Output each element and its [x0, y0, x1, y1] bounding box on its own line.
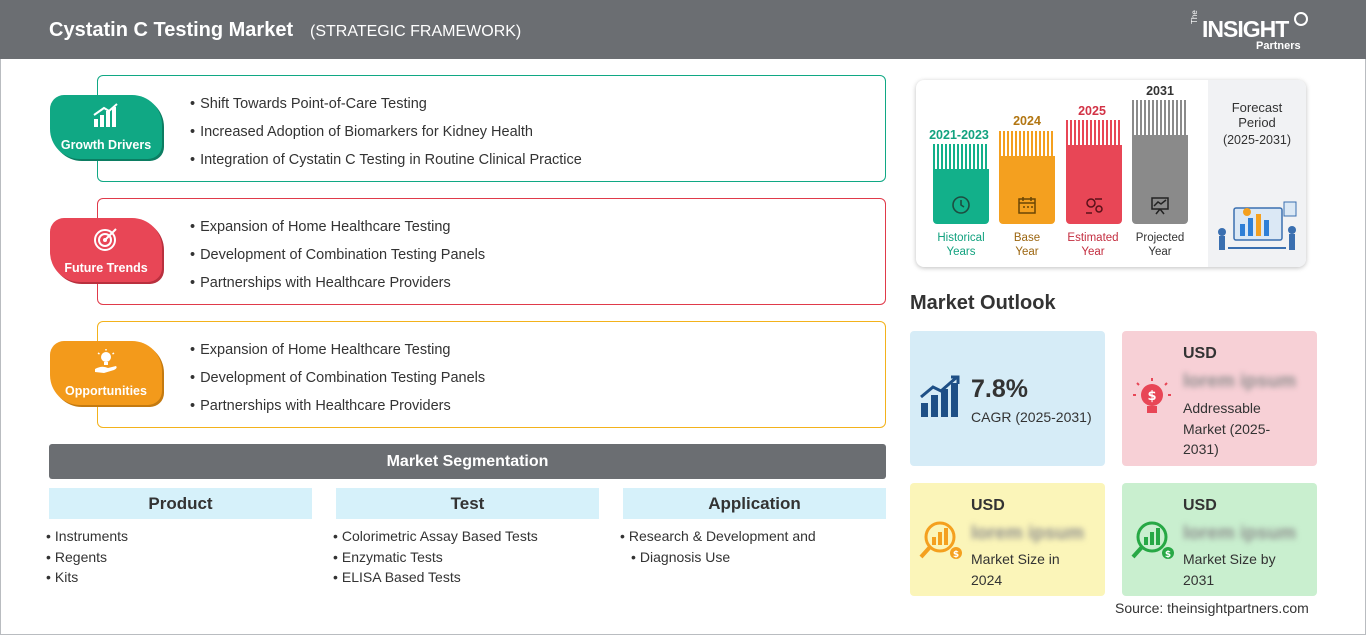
addressable-market-desc: Addressable Market (2025- 2031) — [1183, 400, 1271, 457]
calendar-icon — [1018, 197, 1036, 214]
magnifier-growth-icon: $ — [1131, 521, 1174, 560]
gears-chart-icon — [1086, 198, 1103, 214]
growth-drivers-card: Shift Towards Point-of-Care Testing Incr… — [97, 75, 886, 182]
list-item: Colorimetric Assay Based Tests — [333, 526, 538, 547]
segment-product-list: Instruments Regents Kits — [46, 526, 128, 588]
analytics-people-illustration — [1218, 201, 1297, 250]
growth-chart-icon — [93, 103, 118, 127]
period-year-historical: 2021-2023 — [929, 128, 989, 142]
cagr-tile: 7.8% CAGR (2025-2031) — [910, 331, 1105, 466]
magnifier-chart-icon: $ — [919, 521, 962, 560]
list-item: ELISA Based Tests — [333, 567, 538, 588]
page-subtitle: (STRATEGIC FRAMEWORK) — [310, 23, 522, 40]
growth-drivers-list: Shift Towards Point-of-Care Testing Incr… — [190, 95, 582, 179]
segment-application-title: Application — [623, 488, 886, 519]
period-year-base: 2024 — [1013, 114, 1041, 128]
growth-bars-icon — [920, 375, 960, 417]
list-item: Enzymatic Tests — [333, 547, 538, 568]
list-item: Development of Combination Testing Panel… — [190, 369, 485, 397]
segment-test-list: Colorimetric Assay Based Tests Enzymatic… — [333, 526, 538, 588]
period-caption-estimated: Estimated Year — [1067, 232, 1119, 258]
market-segmentation-header: Market Segmentation — [49, 444, 886, 479]
period-caption-projected: Projected Year — [1135, 232, 1185, 258]
list-item: Regents — [46, 547, 128, 568]
presentation-board-icon — [1151, 197, 1169, 215]
market-size-2024-value-blurred: lorem ipsum — [971, 523, 1084, 544]
page-title: Cystatin C Testing Market — [49, 19, 294, 41]
segment-test-title: Test — [336, 488, 599, 519]
list-item: Expansion of Home Healthcare Testing — [190, 341, 485, 369]
market-size-2024-desc: Market Size in 2024 — [971, 551, 1060, 588]
timeline-panel: 2021-2023 Historical Years 2024 Base Yea… — [916, 80, 1306, 267]
list-item: Research & Development and — [620, 526, 816, 547]
svg-text:$: $ — [953, 550, 959, 560]
addressable-value-blurred: lorem ipsum — [1183, 371, 1296, 392]
svg-text:$: $ — [1147, 389, 1156, 404]
forecast-title: Forecast — [1231, 100, 1283, 115]
period-year-projected: 2031 — [1146, 84, 1174, 98]
lightbulb-hand-icon — [95, 349, 117, 373]
period-caption-base: Base Year — [1013, 232, 1041, 258]
segment-application-list: Research & Development and Diagnosis Use — [620, 526, 816, 567]
future-trends-list: Expansion of Home Healthcare Testing Dev… — [190, 218, 485, 302]
market-outlook-title: Market Outlook — [910, 292, 1056, 314]
list-item: Diagnosis Use — [620, 547, 816, 568]
period-bar-historical — [933, 144, 989, 224]
svg-text:$: $ — [1165, 550, 1171, 560]
header-bar: Cystatin C Testing Market (STRATEGIC FRA… — [0, 0, 1366, 59]
list-item: Increased Adoption of Biomarkers for Kid… — [190, 123, 582, 151]
segment-product-title: Product — [49, 488, 312, 519]
future-trends-card: Expansion of Home Healthcare Testing Dev… — [97, 198, 886, 305]
list-item: Partnerships with Healthcare Providers — [190, 274, 485, 302]
history-clock-icon — [952, 196, 970, 214]
market-size-2031-usd-label: USD — [1183, 497, 1217, 514]
opportunities-badge: Opportunities — [50, 341, 162, 405]
target-icon — [94, 228, 117, 251]
market-size-2024-usd-label: USD — [971, 497, 1005, 514]
market-size-2031-desc: Market Size by 2031 — [1183, 551, 1276, 588]
forecast-range: (2025-2031) — [1222, 133, 1292, 147]
list-item: Development of Combination Testing Panel… — [190, 246, 485, 274]
addressable-market-tile: $ USD lorem ipsum Addressable Market (20… — [1122, 331, 1317, 466]
period-caption-historical: Historical Years — [937, 232, 985, 258]
market-size-2031-tile: $ USD lorem ipsum Market Size by 2031 — [1122, 483, 1317, 596]
forecast-period-box: Forecast Period (2025-2031) — [1208, 80, 1306, 267]
list-item: Integration of Cystatin C Testing in Rou… — [190, 151, 582, 179]
future-trends-badge: Future Trends — [50, 218, 162, 282]
period-year-estimated: 2025 — [1078, 104, 1106, 118]
cagr-label: CAGR (2025-2031) — [971, 409, 1092, 425]
source-credit[interactable]: Source: theinsightpartners.com — [1115, 600, 1309, 616]
cagr-value: 7.8% — [971, 375, 1028, 403]
growth-drivers-badge: Growth Drivers — [50, 95, 162, 159]
addressable-usd-label: USD — [1183, 345, 1217, 362]
opportunities-list: Expansion of Home Healthcare Testing Dev… — [190, 341, 485, 425]
opportunities-card: Expansion of Home Healthcare Testing Dev… — [97, 321, 886, 428]
insight-partners-logo[interactable]: The INSIGHT Partners — [1190, 10, 1310, 52]
list-item: Partnerships with Healthcare Providers — [190, 397, 485, 425]
money-bulb-icon: $ — [1133, 378, 1171, 413]
list-item: Expansion of Home Healthcare Testing — [190, 218, 485, 246]
period-bar-projected — [1132, 100, 1188, 224]
market-size-2031-value-blurred: lorem ipsum — [1183, 523, 1296, 544]
market-size-2024-tile: $ USD lorem ipsum Market Size in 2024 — [910, 483, 1105, 596]
list-item: Shift Towards Point-of-Care Testing — [190, 95, 582, 123]
list-item: Instruments — [46, 526, 128, 547]
period-bar-estimated — [1066, 120, 1122, 224]
period-bar-base — [999, 131, 1055, 224]
list-item: Kits — [46, 567, 128, 588]
